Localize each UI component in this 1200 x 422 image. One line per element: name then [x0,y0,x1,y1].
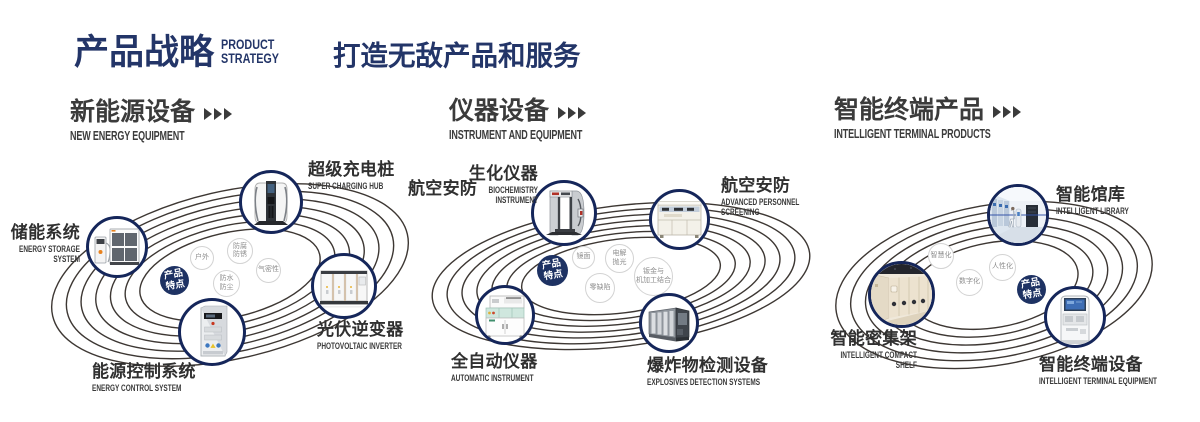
feature-bubble: 气密性 [256,258,281,283]
ev-charging-pile-icon [254,181,288,225]
product-label-personnel-screening: 航空安防 ADVANCED PERSONNEL SCREENING [721,176,800,218]
energy-storage-cabinet-icon [94,228,140,265]
page-subtitle-en: PRODUCT STRATEGY [221,37,280,67]
feature-bubble: 防水 防尘 [213,270,240,297]
product-label-pv-inverter: 光伏逆变器 PHOTOVOLTAIC INVERTER [317,320,404,351]
feature-bubble: 钣金与 机加工结合 [634,257,673,296]
product-label-biochemistry: 生化仪器 BIOCHEMISTRY INSTRUMENT [468,164,538,206]
feature-bubble: 镜面 [572,246,595,269]
section-title: 仪器设备 [449,97,550,125]
compact-shelving-icon [871,264,932,325]
stray-label-aviation-security: 航空安防 [408,179,478,198]
screening-analyzer-icon [657,201,702,238]
product-label-smart-library: 智能馆库 INTELLIGENT LIBRARY [1056,185,1129,216]
section-title-en: NEW ENERGY EQUIPMENT [70,129,185,143]
section-title: 新能源设备 [70,98,196,126]
product-circle-automatic-instrument [475,285,535,345]
feature-bubble: 零缺陷 [585,273,615,303]
feature-bubble: 防腐 防锈 [227,238,253,264]
product-circle-smart-library [987,184,1049,246]
section-title-en: INTELLIGENT TERMINAL PRODUCTS [834,127,991,141]
feature-bubble: 智慧化 [928,243,954,269]
product-label-compact-shelf: 智能密集架 INTELLIGENT COMPACT SHELF [830,329,918,371]
section-title-en: INSTRUMENT AND EQUIPMENT [449,128,583,142]
product-label-automatic-instrument: 全自动仪器 AUTOMATIC INSTRUMENT [451,352,538,383]
triple-chevron-icon [993,106,1022,118]
section-title: 智能终端产品 [834,96,985,124]
triple-chevron-icon [558,107,587,119]
terminal-kiosk-icon [1060,295,1090,344]
product-circle-energy-storage [86,216,148,278]
product-circle-biochemistry [531,180,597,246]
product-label-explosives-detection: 爆炸物检测设备 EXPLOSIVES DETECTION SYSTEMS [647,356,769,387]
product-circle-pv-inverter [311,253,377,319]
feature-badge: 产品 特点 [1017,275,1046,304]
product-label-charging-hub: 超级充电桩 SUPER CHARGING HUB [308,160,395,191]
product-circle-charging-hub [239,170,303,234]
product-circle-personnel-screening [649,189,710,250]
product-label-energy-storage: 储能系统 ENERGY STORAGE SYSTEM [10,223,80,265]
product-circle-explosives-detection [639,293,699,353]
feature-badge: 产品 特点 [160,266,189,295]
feature-bubble: 数字化 [956,269,983,296]
triple-chevron-icon [204,108,233,120]
explosives-scanner-icon [648,307,690,342]
product-label-energy-control: 能源控制系统 ENERGY CONTROL SYSTEM [92,362,196,393]
section-header-instrument: 仪器设备 INSTRUMENT AND EQUIPMENT [449,99,634,142]
product-label-terminal-equipment: 智能终端设备 INTELLIGENT TERMINAL EQUIPMENT [1039,355,1157,386]
rings-instrument [431,201,811,351]
page-title: 产品战略 [74,33,215,72]
section-header-new-energy: 新能源设备 NEW ENERGY EQUIPMENT [70,100,234,143]
security-gate-icon [546,190,585,236]
product-circle-terminal-equipment [1044,286,1106,348]
section-header-terminal: 智能终端产品 INTELLIGENT TERMINAL PRODUCTS [834,98,1052,141]
automatic-analyzer-icon [485,295,525,339]
control-cabinet-icon [200,305,228,357]
product-circle-energy-control [178,298,246,366]
smart-library-room-icon [990,187,1046,243]
pv-inverter-cabinet-icon [320,270,368,308]
feature-badge: 产品 特点 [537,255,568,286]
page-slogan: 打造无敌产品和服务 [333,40,581,71]
feature-bubble: 电解 抛光 [605,244,634,273]
feature-bubble: 人性化 [989,254,1016,281]
feature-bubble: 户外 [190,246,214,270]
product-circle-compact-shelf [868,261,935,328]
